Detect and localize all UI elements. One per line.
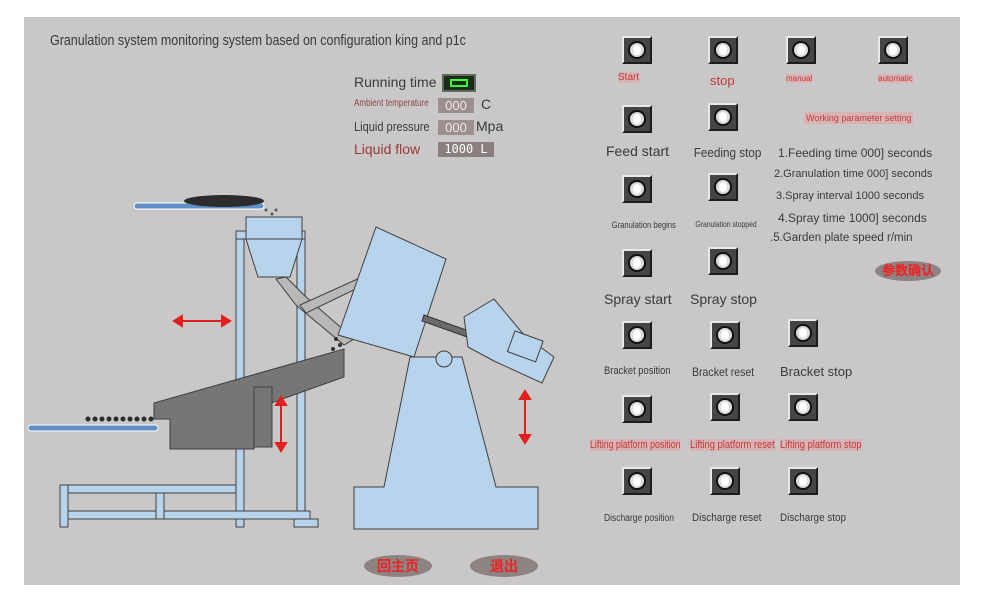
running-time-label: Running time bbox=[354, 74, 437, 90]
running-time-digit-icon bbox=[450, 79, 468, 87]
inclined-bed bbox=[153, 348, 345, 450]
discharge-reset-label: Discharge reset bbox=[692, 512, 762, 524]
hmi-panel: Granulation system monitoring system bas… bbox=[24, 17, 960, 585]
liquid-flow-value: 1000 L bbox=[438, 142, 494, 157]
feeding-time-setting[interactable]: 1.Feeding time 000] seconds bbox=[778, 146, 933, 160]
stop-label: stop bbox=[710, 73, 735, 88]
parameter-confirm-button[interactable]: 参数确认 bbox=[875, 261, 941, 281]
bracket-position-button[interactable] bbox=[622, 321, 652, 349]
exit-button[interactable]: 退出 bbox=[470, 555, 538, 577]
bracket-reset-button[interactable] bbox=[710, 321, 740, 349]
spray-stop-button[interactable] bbox=[708, 247, 738, 275]
start-label: Start bbox=[618, 72, 640, 83]
garden-plate-speed-setting[interactable]: .5.Garden plate speed r/min bbox=[770, 232, 913, 244]
platform-lift-arrow-icon bbox=[518, 389, 532, 445]
bracket-position-label: Bracket position bbox=[604, 365, 671, 377]
discharge-stop-label: Discharge stop bbox=[780, 512, 847, 524]
granulation-stopped-button[interactable] bbox=[708, 173, 738, 201]
lifting-platform-position-label: Lifting platform position bbox=[590, 439, 681, 451]
horizontal-motion-arrow-icon bbox=[172, 314, 232, 328]
spray-stop-label: Spray stop bbox=[690, 291, 757, 307]
page-title: Granulation system monitoring system bas… bbox=[50, 33, 466, 49]
spray-interval-setting[interactable]: 3.Spray interval 1000 seconds bbox=[776, 190, 924, 202]
granulator-illustration bbox=[27, 195, 555, 530]
lifting-platform-reset-label: Lifting platform reset bbox=[690, 439, 775, 451]
discharge-position-label: Discharge position bbox=[604, 513, 674, 524]
bracket-stop-label: Bracket stop bbox=[780, 364, 853, 379]
automatic-button[interactable] bbox=[878, 36, 908, 64]
home-button[interactable]: 回主页 bbox=[364, 555, 432, 577]
discharge-position-button[interactable] bbox=[622, 467, 652, 495]
material-pile bbox=[184, 195, 264, 207]
feeding-stop-label: Feeding stop bbox=[693, 145, 762, 160]
feeding-stop-button[interactable] bbox=[708, 103, 738, 131]
support-stand bbox=[353, 356, 539, 530]
motor-bracket bbox=[463, 298, 555, 384]
base-rail bbox=[59, 484, 237, 494]
granulator-drum bbox=[337, 226, 447, 358]
ambient-temperature-unit: C bbox=[481, 96, 492, 112]
bracket-reset-label: Bracket reset bbox=[692, 365, 755, 379]
lifting-platform-stop-button[interactable] bbox=[788, 393, 818, 421]
liquid-flow-label: Liquid flow bbox=[354, 141, 421, 157]
lifting-platform-stop-label: Lifting platform stop bbox=[780, 439, 862, 451]
spray-start-label: Spray start bbox=[604, 291, 672, 307]
automatic-label: automatic bbox=[878, 74, 913, 83]
manual-button[interactable] bbox=[786, 36, 816, 64]
bed-lift-arrow-icon bbox=[274, 395, 288, 453]
output-conveyor bbox=[27, 424, 159, 432]
granulation-begins-label: Granulation begins bbox=[611, 220, 676, 230]
granulation-begins-button[interactable] bbox=[622, 175, 652, 203]
granulation-stopped-label: Granulation stopped bbox=[695, 220, 757, 229]
feed-start-label: Feed start bbox=[606, 143, 670, 159]
ambient-temperature-label: Ambient temperature bbox=[354, 98, 429, 109]
liquid-pressure-label: Liquid pressure bbox=[354, 119, 430, 134]
chute bbox=[275, 276, 355, 346]
ambient-temperature-value: 000 bbox=[438, 98, 474, 113]
bracket-stop-button[interactable] bbox=[788, 319, 818, 347]
discharge-stop-button[interactable] bbox=[788, 467, 818, 495]
lifting-platform-position-button[interactable] bbox=[622, 395, 652, 423]
feed-start-button[interactable] bbox=[622, 105, 652, 133]
lifting-platform-reset-button[interactable] bbox=[710, 393, 740, 421]
working-parameter-heading: Working parameter setting bbox=[804, 112, 914, 124]
start-button[interactable] bbox=[622, 36, 652, 64]
stop-button[interactable] bbox=[708, 36, 738, 64]
spray-start-button[interactable] bbox=[622, 249, 652, 277]
liquid-pressure-value: 000 bbox=[438, 120, 474, 135]
running-time-display bbox=[442, 74, 476, 92]
manual-label: manual bbox=[786, 74, 813, 83]
liquid-pressure-unit: Mpa bbox=[476, 118, 504, 134]
hopper bbox=[245, 238, 303, 278]
spray-time-setting[interactable]: 4.Spray time 1000] seconds bbox=[778, 211, 927, 225]
discharge-reset-button[interactable] bbox=[710, 467, 740, 495]
granulation-time-setting[interactable]: 2.Granulation time 000] seconds bbox=[774, 168, 933, 180]
